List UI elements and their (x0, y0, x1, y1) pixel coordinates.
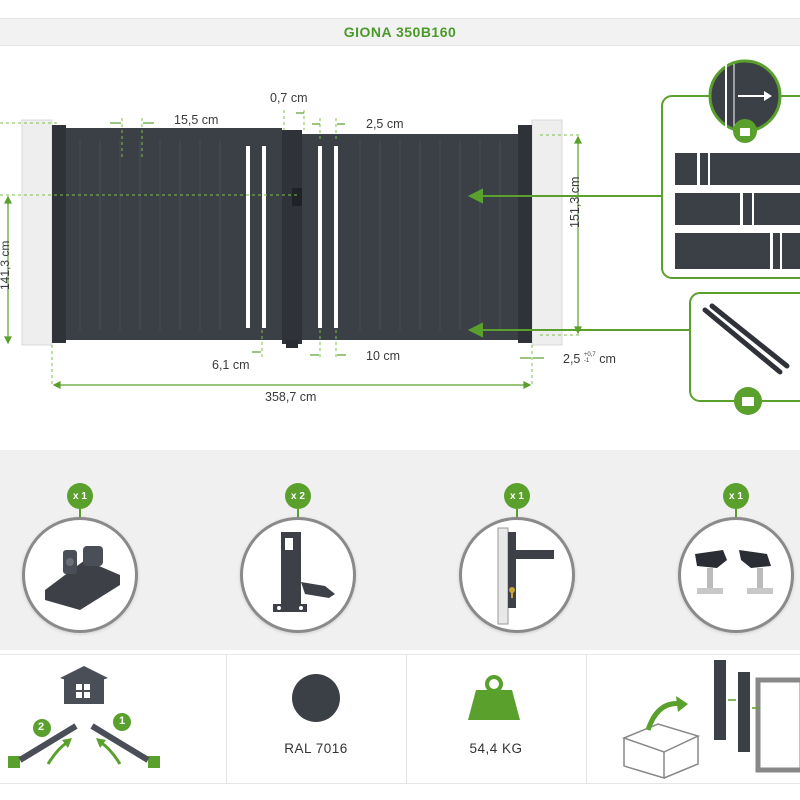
end-caps-icon (678, 517, 794, 633)
gate-stop-icon (240, 517, 356, 633)
weight-label: 54,4 KG (469, 741, 523, 756)
dim-left-height: 141,3 cm (0, 240, 12, 290)
accessory-handle-lock: x 1 (452, 483, 582, 633)
weight-icon (468, 675, 520, 720)
dim-side-gap-value: 2,5 (563, 352, 581, 366)
step-1-label: 1 (119, 715, 126, 727)
dim-slat-gap: 2,5 cm (366, 117, 404, 131)
color-label: RAL 7016 (284, 741, 348, 756)
qty-badge: x 2 (285, 483, 311, 509)
dim-side-gap-unit: cm (599, 352, 616, 366)
dim-height: 151,3 cm (568, 176, 582, 228)
qty-badge: x 1 (67, 483, 93, 509)
dim-bottom-gap: 6,1 cm (212, 358, 250, 372)
dim-slat-width: 15,5 cm (174, 113, 219, 127)
accessory-end-caps: x 1 (671, 483, 800, 633)
accessory-hinge-bracket: x 1 (15, 483, 145, 633)
step-2-label: 2 (38, 721, 45, 733)
dim-side-gap: 2,5 +0,7 -1 cm (563, 352, 616, 366)
gate-right-leaf (302, 134, 520, 340)
dim-leaf-gap: 10 cm (366, 349, 401, 363)
left-pillar (21, 119, 53, 346)
handle-lock-icon (459, 517, 575, 633)
features-section (0, 654, 800, 784)
dim-side-gap-tol-bottom: -1 (583, 358, 590, 364)
accessory-gate-stop: x 2 (233, 483, 363, 633)
qty-badge: x 1 (504, 483, 530, 509)
right-pillar (531, 119, 563, 346)
qty-badge: x 1 (723, 483, 749, 509)
dim-post-gap: 0,7 cm (270, 91, 308, 105)
step-1-badge (113, 713, 131, 731)
gate-diagram (0, 59, 800, 415)
product-title: GIONA 350B160 (343, 24, 457, 40)
opening-direction-diagram (8, 666, 160, 768)
hinge-bracket-icon (22, 517, 138, 633)
dim-total-width: 358,7 cm (265, 390, 317, 404)
dim-side-gap-tol-top: +0,7 (583, 352, 596, 358)
title-bar: GIONA 350B160 (0, 18, 800, 46)
center-post (282, 130, 302, 344)
step-2-badge (33, 719, 51, 737)
gate-left-leaf (52, 128, 282, 340)
color-swatch (292, 674, 340, 722)
packaging-icon (621, 660, 800, 780)
house-icon (60, 666, 108, 704)
accessories-section (0, 450, 800, 650)
